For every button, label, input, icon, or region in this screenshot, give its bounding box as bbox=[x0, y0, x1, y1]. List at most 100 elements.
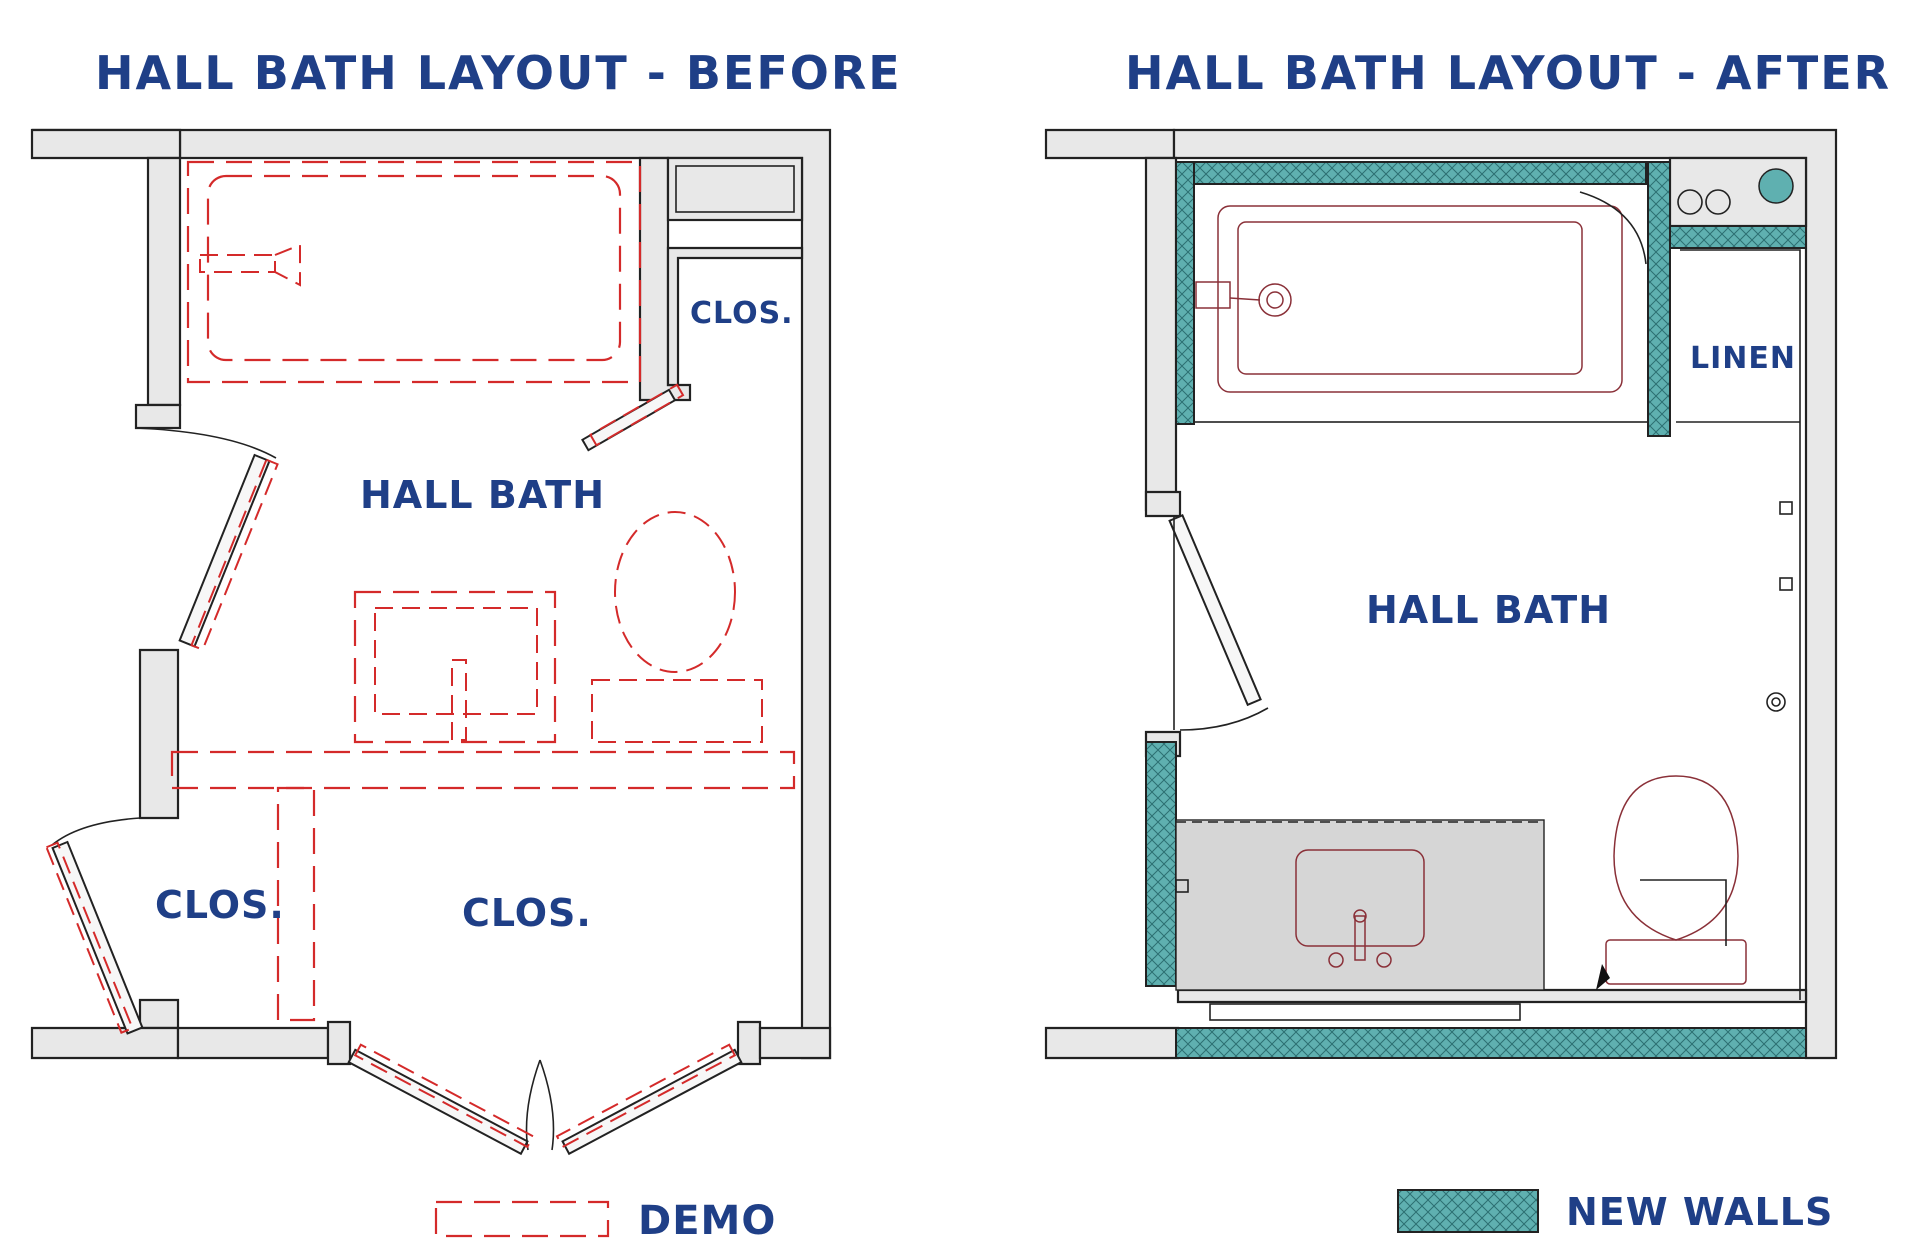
toilet-arrow bbox=[1596, 964, 1610, 990]
wall-segment bbox=[736, 1020, 762, 1066]
tp-holder bbox=[1766, 692, 1786, 712]
wall-segment bbox=[1044, 128, 1176, 160]
new-walls-legend-swatch bbox=[1397, 1189, 1539, 1233]
new-wall bbox=[1145, 741, 1177, 987]
demo-toilet-bowl bbox=[614, 511, 736, 673]
tub-outer bbox=[1217, 205, 1623, 393]
wall-segment bbox=[666, 246, 804, 387]
new-wall bbox=[1669, 225, 1807, 249]
linen-shelf bbox=[1680, 249, 1801, 422]
wall-segment bbox=[326, 1020, 352, 1066]
towel-hook bbox=[1779, 501, 1793, 515]
wall-segment bbox=[675, 165, 795, 213]
new-wall bbox=[1175, 1027, 1807, 1059]
door-panel bbox=[347, 1048, 529, 1156]
door-swing bbox=[51, 817, 141, 846]
demo-tub-spout bbox=[199, 254, 276, 273]
before-label-closet-center: CLOS. bbox=[462, 891, 592, 935]
tub-curtain-swing bbox=[1579, 191, 1647, 265]
before-walls bbox=[30, 128, 832, 1066]
new-wall bbox=[1175, 161, 1195, 425]
vanity-drain bbox=[1353, 909, 1367, 923]
demo-legend-swatch bbox=[434, 1200, 610, 1238]
floor-trim bbox=[1209, 1003, 1521, 1021]
demo-wall-horizontal bbox=[170, 750, 796, 790]
door-panel bbox=[581, 388, 677, 452]
after-vanity bbox=[1175, 819, 1545, 991]
before-label-hall-bath: HALL BATH bbox=[360, 473, 605, 517]
demo-door bbox=[45, 841, 134, 1034]
door-swing bbox=[135, 427, 277, 459]
vanity-counter bbox=[1175, 819, 1545, 991]
wall-segment bbox=[146, 156, 182, 407]
wall-segment bbox=[1176, 988, 1808, 1004]
demo-door bbox=[555, 1043, 737, 1149]
door-swing bbox=[525, 1059, 541, 1151]
demo-toilet-tank bbox=[591, 679, 763, 743]
after-label-linen: LINEN bbox=[1690, 341, 1796, 376]
tub-drain bbox=[1258, 283, 1292, 317]
before-title: HALL BATH LAYOUT - BEFORE bbox=[95, 46, 902, 100]
wall-segment bbox=[176, 1026, 330, 1060]
demo-tub-inner bbox=[206, 174, 622, 362]
vanity-handle bbox=[1328, 952, 1344, 968]
wall-segment bbox=[138, 648, 180, 820]
demo-tub-spout bbox=[274, 243, 301, 287]
tub-valve bbox=[1195, 281, 1231, 309]
wall-segment bbox=[758, 1026, 832, 1060]
wall-segment bbox=[30, 1026, 180, 1060]
wall-segment bbox=[138, 998, 180, 1030]
before-label-closet-top: CLOS. bbox=[690, 296, 794, 331]
toilet-bowl bbox=[1613, 775, 1739, 941]
wall-segment bbox=[1144, 490, 1182, 518]
towel-hook bbox=[1175, 879, 1189, 893]
demo-vanity-sink bbox=[374, 607, 538, 715]
after-new-walls bbox=[1145, 161, 1807, 1059]
demo-wall-vertical bbox=[276, 786, 316, 1022]
wall-segment bbox=[1044, 1026, 1180, 1060]
demo-door bbox=[353, 1043, 535, 1149]
demo-door bbox=[589, 383, 685, 447]
linen-shelf-knob bbox=[1677, 189, 1703, 215]
tp-holder bbox=[1771, 697, 1781, 707]
tub-inner bbox=[1237, 221, 1583, 375]
wall-segment bbox=[666, 156, 804, 222]
after-door-swing bbox=[1179, 707, 1269, 731]
after-label-hall-bath: HALL BATH bbox=[1366, 588, 1611, 632]
new-walls-legend-label: NEW WALLS bbox=[1566, 1190, 1833, 1234]
after-title: HALL BATH LAYOUT - AFTER bbox=[1125, 46, 1891, 100]
tub-drain bbox=[1266, 291, 1284, 309]
tub-spout bbox=[1229, 297, 1261, 301]
door-panel bbox=[178, 453, 271, 648]
before-plan: CLOS. HALL BATH CLOS. CLOS. DEMO bbox=[30, 128, 832, 1244]
demo-vanity-outer bbox=[353, 590, 557, 744]
door-panel bbox=[51, 840, 144, 1035]
after-door-panel bbox=[1168, 513, 1262, 707]
vanity-sink bbox=[1295, 849, 1425, 947]
after-accessories bbox=[1175, 501, 1793, 1021]
wall-segment bbox=[30, 128, 182, 160]
wall-segment bbox=[134, 403, 182, 430]
vanity-faucet bbox=[1354, 915, 1366, 961]
new-wall bbox=[1175, 161, 1647, 185]
before-label-closet-left: CLOS. bbox=[155, 883, 285, 927]
vanity-handle bbox=[1376, 952, 1392, 968]
after-plan: LINEN HALL BATH NEW WALLS bbox=[1044, 128, 1838, 1234]
demo-faucet bbox=[451, 659, 467, 741]
demo-legend-label: DEMO bbox=[638, 1198, 776, 1244]
new-wall bbox=[1647, 161, 1671, 437]
door-swing bbox=[539, 1059, 555, 1151]
after-bathtub bbox=[1193, 183, 1649, 423]
before-demo-items bbox=[45, 160, 796, 1149]
after-toilet bbox=[1596, 775, 1747, 990]
toilet-seat-edge bbox=[1640, 879, 1727, 946]
linen-circle bbox=[1758, 168, 1794, 204]
demo-tub-outer bbox=[186, 160, 642, 384]
linen-shelf-knob bbox=[1705, 189, 1731, 215]
tub-alcove bbox=[1193, 183, 1649, 423]
toilet-tank bbox=[1605, 939, 1747, 985]
towel-hook bbox=[1779, 577, 1793, 591]
wall-segment bbox=[1144, 156, 1178, 512]
before-doors bbox=[51, 388, 743, 1156]
